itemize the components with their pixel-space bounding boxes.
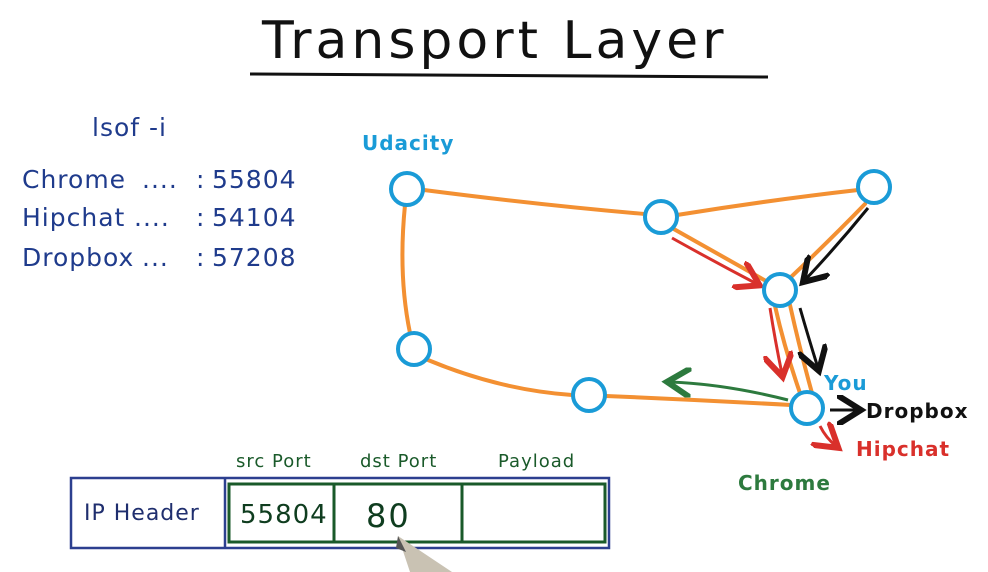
node-top-right	[856, 169, 892, 205]
ip-header-label: IP Header	[84, 501, 200, 526]
label-dropbox: Dropbox	[866, 399, 968, 423]
red-arrow-mid-to-router	[671, 236, 757, 284]
lsof-entry-dropbox: Dropbox ... : 57208	[22, 243, 297, 272]
node-bottom	[571, 377, 607, 413]
lsof-dots: ....	[142, 165, 178, 194]
lsof-command: lsof -i	[92, 113, 167, 142]
lsof-separator: :	[196, 165, 205, 194]
column-header-dst-port: dst Port	[360, 451, 437, 472]
lsof-port: 54104	[212, 203, 297, 232]
node-left	[396, 331, 432, 367]
lsof-separator: :	[196, 243, 205, 272]
node-router	[762, 272, 798, 308]
title-underline	[249, 72, 769, 79]
lsof-port: 57208	[212, 243, 297, 272]
black-arrow-router-to-you	[800, 307, 818, 368]
red-arrow-you-to-hipchat	[820, 426, 836, 446]
node-udacity	[389, 171, 425, 207]
lsof-app-name: Hipchat	[22, 203, 125, 232]
black-arrow-topright-to-router	[805, 207, 870, 280]
lsof-dots: ...	[142, 243, 169, 272]
lsof-port: 55804	[212, 165, 297, 194]
label-chrome: Chrome	[738, 471, 831, 495]
lsof-app-name: Dropbox	[22, 243, 134, 272]
network-nodes	[389, 169, 892, 426]
column-header-src-port: src Port	[236, 451, 312, 472]
lsof-app-name: Chrome	[22, 165, 126, 194]
page-title: Transport Layer	[261, 11, 728, 71]
node-you	[789, 390, 825, 426]
edge-udacity-left	[400, 203, 412, 335]
edge-router-you-a	[773, 304, 802, 395]
label-udacity: Udacity	[362, 131, 454, 155]
src-port-value: 55804	[240, 500, 328, 530]
edge-router-you-b	[788, 303, 814, 395]
label-hipchat: Hipchat	[856, 437, 950, 461]
lsof-separator: :	[196, 203, 205, 232]
edge-left-bottom	[426, 358, 574, 397]
edge-mid-topright	[675, 188, 860, 217]
pen-body	[398, 536, 452, 572]
edge-mid-router	[670, 226, 768, 283]
lsof-dots: ....	[134, 203, 170, 232]
red-arrow-router-to-you	[770, 307, 782, 374]
edge-topright-router	[788, 202, 867, 280]
lsof-entry-hipchat: Hipchat .... : 54104	[22, 203, 297, 232]
pen-tip	[396, 536, 452, 572]
packet-outer-box	[69, 476, 611, 550]
packet-diagram: src Port dst Port Payload IP Header 5580…	[69, 451, 611, 550]
pen-nib	[396, 536, 406, 552]
dst-port-value: 80	[366, 497, 411, 535]
green-arrow-you-to-bottom	[670, 382, 789, 402]
node-middle	[643, 199, 679, 235]
edge-bottom-you	[604, 394, 793, 407]
lsof-entry-chrome: Chrome .... : 55804	[22, 165, 297, 194]
label-you: You	[823, 371, 868, 395]
column-header-payload: Payload	[498, 451, 575, 472]
edge-udacity-mid	[422, 188, 647, 216]
tcp-segment-box	[227, 482, 607, 544]
